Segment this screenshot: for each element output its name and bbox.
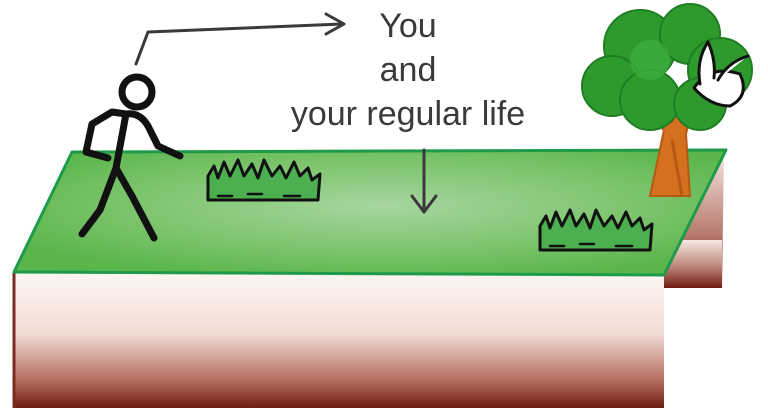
soil-front [12,272,664,408]
arrow-down-icon [410,148,438,214]
caption: You and your regular life [258,4,558,136]
arrow-right-icon [134,12,346,66]
caption-line-3: your regular life [290,95,526,133]
caption-line-1: You [379,7,437,45]
grass-tuft-icon [206,158,322,202]
caption-line-2: and [379,51,437,89]
walking-person-icon [78,73,184,242]
grass-tuft-icon [538,208,654,252]
grass-surface [12,148,728,277]
bird-icon [692,40,750,108]
